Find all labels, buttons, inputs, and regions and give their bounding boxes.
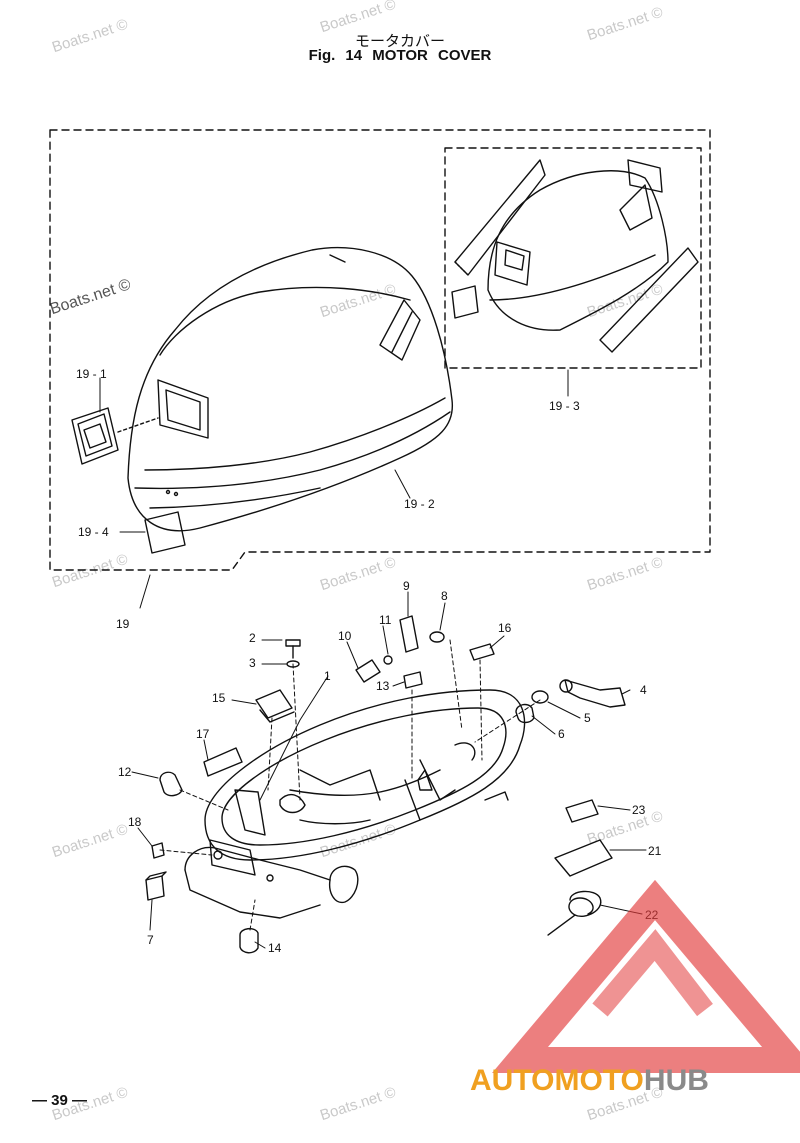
- label-10: 10: [338, 629, 352, 643]
- label-13: 13: [376, 679, 390, 693]
- brand-logo-inner: [592, 929, 713, 1017]
- small-parts: [145, 615, 626, 954]
- brand-wordmark: AUTOMOTOHUB: [470, 1064, 709, 1097]
- decal-kit-19-3-boundary: [444, 147, 702, 369]
- grommet-19-1: [71, 407, 159, 465]
- label-12: 12: [118, 765, 132, 779]
- part-labels: 19 - 1 19 - 2 19 - 3 19 - 4 19 1 2 3 4 5…: [76, 367, 662, 955]
- figure-number: Fig. 14: [308, 47, 363, 64]
- label-1: 1: [324, 669, 331, 683]
- label-19-1: 19 - 1: [76, 367, 107, 381]
- label-17: 17: [196, 727, 210, 741]
- label-6: 6: [558, 727, 565, 741]
- label-4: 4: [640, 683, 647, 697]
- bottom-cowling-1: [184, 689, 526, 919]
- label-19-2: 19 - 2: [404, 497, 435, 511]
- label-11: 11: [379, 613, 392, 627]
- label-5: 5: [584, 711, 591, 725]
- label-3: 3: [249, 656, 256, 670]
- label-7: 7: [147, 933, 154, 947]
- leader-lines: [99, 369, 647, 949]
- label-19-3: 19 - 3: [549, 399, 580, 413]
- brand-part-automoto: AUTOMOTO: [470, 1064, 644, 1097]
- title-japanese: モータカバー: [354, 32, 445, 50]
- label-21: 21: [648, 844, 662, 858]
- label-15: 15: [212, 691, 226, 705]
- label-23: 23: [632, 803, 646, 817]
- brand-logo-mark: [492, 879, 800, 1073]
- label-plate-19-4: [144, 511, 186, 554]
- label-8: 8: [441, 589, 448, 603]
- label-2: 2: [249, 631, 256, 645]
- label-19: 19: [116, 617, 130, 631]
- label-9: 9: [403, 579, 410, 593]
- label-18: 18: [128, 815, 142, 829]
- page-number: — 39 —: [32, 1092, 88, 1109]
- label-16: 16: [498, 621, 512, 635]
- decal-kit-19-3: [451, 159, 699, 353]
- label-19-4: 19 - 4: [78, 525, 109, 539]
- motor-cover-19-2: [127, 247, 454, 532]
- figure-title: Fig. 14 MOTOR COVER: [0, 47, 800, 64]
- assembly-dashed-lines: [159, 639, 541, 931]
- assembly-19-boundary: [49, 129, 711, 571]
- label-14: 14: [268, 941, 282, 955]
- figure-name: MOTOR COVER: [372, 47, 492, 64]
- brand-part-hub: HUB: [644, 1064, 709, 1097]
